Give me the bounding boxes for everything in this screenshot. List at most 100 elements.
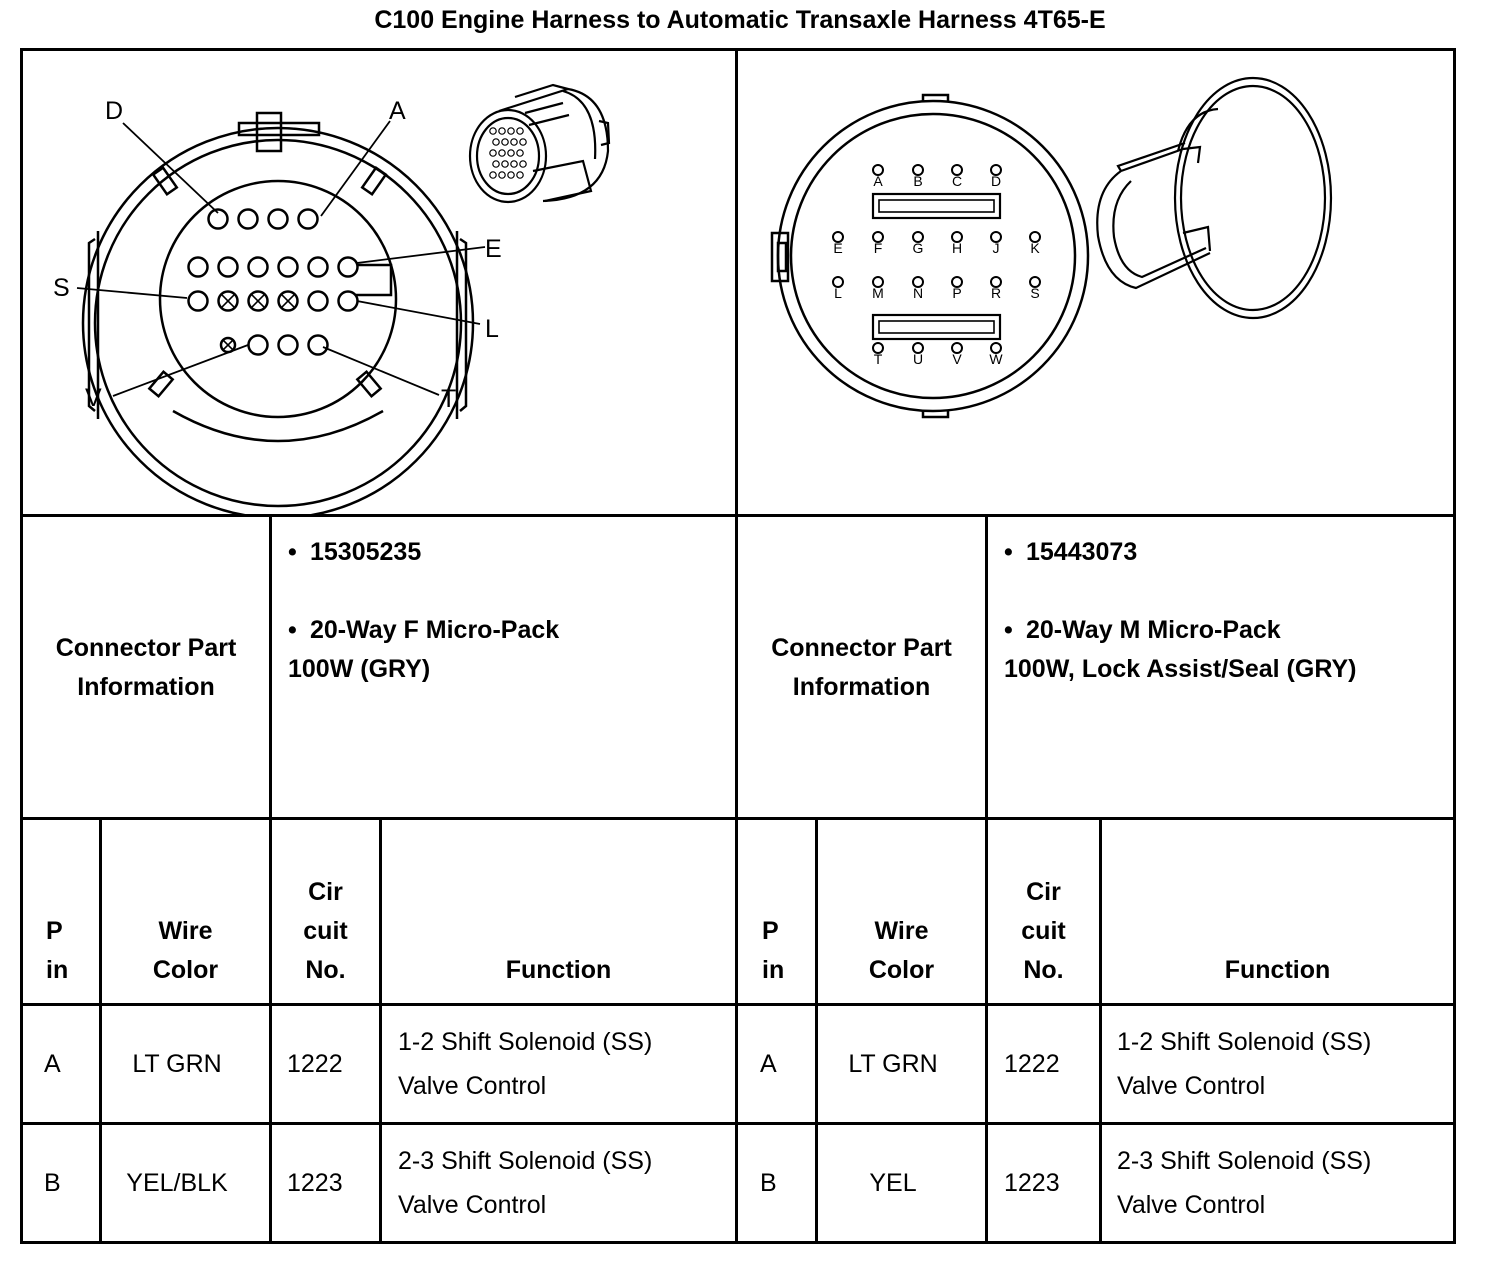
divider (20, 817, 1456, 820)
right-description-row: •20-Way M Micro-Pack (988, 611, 1453, 650)
callout-t-label: T (441, 385, 456, 413)
cavity (277, 334, 299, 356)
table-row-function-line2: Valve Control (398, 1191, 547, 1219)
bullet-icon: • (288, 538, 297, 566)
pin (951, 342, 963, 354)
table-row-circuit: 1223 (287, 1169, 343, 1197)
divider (269, 514, 272, 1244)
pin (912, 231, 924, 243)
bullet-icon: • (1004, 616, 1013, 644)
pin-label: W (989, 351, 1003, 367)
pin-label: K (1030, 240, 1040, 256)
pin-label: S (1030, 285, 1039, 301)
mini-cavity (492, 160, 500, 168)
mini-cavity (492, 138, 500, 146)
right-info-label: Connector Part Information (771, 634, 952, 701)
mini-cavity (507, 149, 515, 157)
mini-cavity (489, 171, 497, 179)
right-part-number: 15443073 (1026, 538, 1138, 566)
pin (1029, 231, 1041, 243)
mini-cavity (498, 171, 506, 179)
left-info-label: Connector Part Information (55, 634, 237, 701)
divider (815, 817, 818, 1244)
pin-label: U (913, 351, 923, 367)
callout-a-label: A (389, 97, 406, 125)
table-row-pin: A (44, 1050, 61, 1078)
right-part-number-row: • 15443073 (988, 533, 1453, 572)
left-connector-diagram: D A E S L V T (53, 83, 611, 514)
plug-mark (223, 340, 233, 350)
table-row-wire-color: YEL/BLK (126, 1169, 228, 1197)
mini-cavity (501, 160, 509, 168)
pin-label: F (874, 240, 883, 256)
divider (20, 1003, 1456, 1006)
left-part-number-row: •15305235 (272, 533, 732, 572)
callout-s-label: S (53, 274, 70, 302)
pin-label: M (872, 285, 884, 301)
table-row-function-line1: 1-2 Shift Solenoid (SS) (1117, 1028, 1372, 1056)
mini-cavity (507, 171, 515, 179)
pin (1029, 276, 1041, 288)
pin (990, 164, 1002, 176)
mini-cavity (501, 138, 509, 146)
pin (872, 342, 884, 354)
pin-label: V (952, 351, 962, 367)
cavity (207, 208, 229, 230)
left-description-line1: 20-Way F Micro-Pack (310, 616, 560, 644)
table-row-function-line1: 2-3 Shift Solenoid (SS) (398, 1147, 653, 1175)
table-row-function-line2: Valve Control (1117, 1072, 1266, 1100)
table-row-function-line1: 1-2 Shift Solenoid (SS) (398, 1028, 653, 1056)
cavity (307, 256, 329, 278)
pin-label: C (952, 173, 962, 189)
pin (872, 231, 884, 243)
callout-l-label: L (485, 315, 499, 343)
pin-label: R (991, 285, 1001, 301)
pin-label: H (952, 240, 962, 256)
page-title: C100 Engine Harness to Automatic Transax… (374, 6, 1106, 34)
pin (951, 231, 963, 243)
table-row-circuit: 1222 (1004, 1050, 1060, 1078)
right-description-line2: 100W, Lock Assist/Seal (GRY) (1004, 655, 1357, 683)
cavity (307, 334, 329, 356)
pin (990, 276, 1002, 288)
divider (99, 817, 102, 1244)
right-function-header: Function (1224, 956, 1331, 984)
pin (832, 276, 844, 288)
bullet-icon: • (288, 616, 297, 644)
cavity (337, 256, 359, 278)
plug-mark (221, 294, 235, 308)
mini-cavity (516, 171, 524, 179)
pin (872, 164, 884, 176)
pin-label: J (993, 240, 1000, 256)
divider (735, 48, 738, 1244)
cavity (267, 208, 289, 230)
right-part-info: • 15443073 •20-Way M Micro-Pack 100W, Loc… (988, 533, 1453, 689)
cavity (337, 290, 359, 312)
callout-d-label: D (105, 97, 123, 125)
pin-label: P (952, 285, 961, 301)
mini-cavity (519, 160, 527, 168)
pin-label: N (913, 285, 923, 301)
plug-mark (251, 294, 265, 308)
table-row-pin: B (760, 1169, 777, 1197)
pin-label: T (874, 351, 883, 367)
pin (912, 342, 924, 354)
divider (20, 1122, 1456, 1125)
divider (379, 817, 382, 1244)
callout-e-label: E (485, 235, 502, 263)
cavity (237, 208, 259, 230)
bullet-icon: • (1004, 538, 1013, 566)
mini-cavity (489, 149, 497, 157)
cavity (187, 290, 209, 312)
divider (1099, 817, 1102, 1244)
pin-label: G (913, 240, 924, 256)
pin (990, 342, 1002, 354)
mini-cavity (507, 127, 515, 135)
left-description-row: • 20-Way F Micro-Pack (272, 611, 732, 650)
table-row-function-line2: Valve Control (398, 1072, 547, 1100)
